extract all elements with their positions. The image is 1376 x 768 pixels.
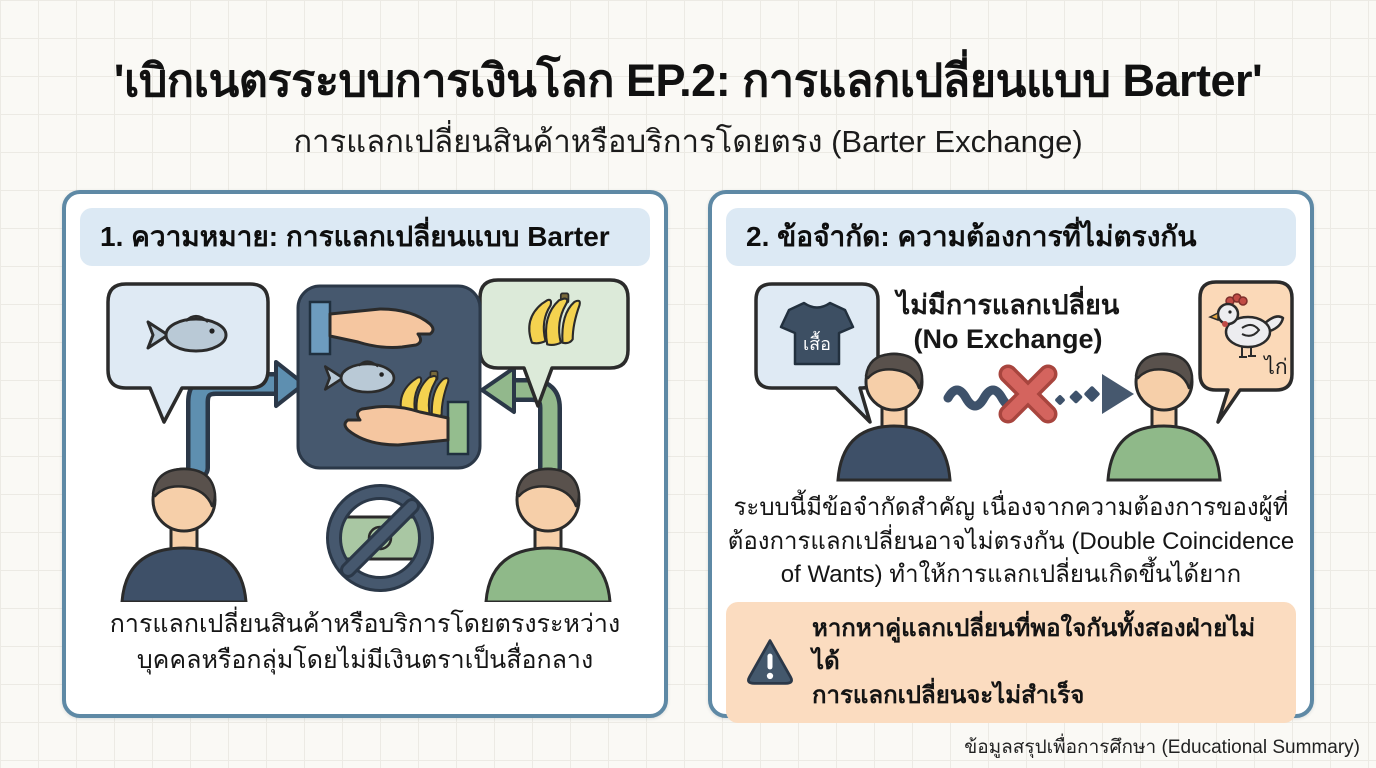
person-b-avatar xyxy=(1106,352,1222,482)
footer-note: ข้อมูลสรุปเพื่อการศึกษา (Educational Sum… xyxy=(964,737,1360,758)
definition-panel-header: 1. ความหมาย: การแลกเปลี่ยนแบบ Barter xyxy=(80,208,650,266)
warning-text: หากหาคู่แลกเปลี่ยนที่พอใจกันทั้งสองฝ่ายไ… xyxy=(812,612,1280,713)
fish-icon xyxy=(146,315,228,353)
fish-speech-bubble xyxy=(106,282,270,424)
limitation-panel-header: 2. ข้อจำกัด: ความต้องการที่ไม่ตรงกัน xyxy=(726,208,1296,266)
limitation-body-line3: of Wants) ทำให้การแลกเปลี่ยนเกิดขึ้นได้ย… xyxy=(780,561,1242,589)
tshirt-icon: เสื้อ xyxy=(779,301,855,366)
page-title: 'เบิกเนตรระบบการเงินโลก EP.2: การแลกเปลี… xyxy=(113,55,1263,106)
warning-icon xyxy=(747,639,793,685)
warning-box: หากหาคู่แลกเปลี่ยนที่พอใจกันทั้งสองฝ่ายไ… xyxy=(726,601,1296,723)
no-exchange-label-line1: ไม่มีการแลกเปลี่ยน xyxy=(894,285,1120,320)
bananas-icon xyxy=(528,292,581,347)
hand-giving-icon xyxy=(328,307,435,349)
definition-caption: การแลกเปลี่ยนสินค้าหรือบริการโดยตรงระหว่… xyxy=(80,606,650,679)
limitation-body: ระบบนี้มีข้อจำกัดสำคัญ เนื่องจากความต้อง… xyxy=(726,491,1296,592)
definition-caption-line2: บุคคลหรือกลุ่มโดยไม่มีเงินตราเป็นสื่อกลา… xyxy=(136,646,594,675)
shirt-speech-bubble: เสื้อ xyxy=(754,282,880,424)
definition-caption-line1: การแลกเปลี่ยนสินค้าหรือบริการโดยตรงระหว่… xyxy=(109,610,621,638)
fish-icon xyxy=(323,360,396,394)
green-sleeve xyxy=(446,400,470,456)
no-exchange-diagram: ไม่มีการแลกเปลี่ยน (No Exchange) xyxy=(754,280,1294,482)
chicken-icon xyxy=(1208,293,1285,358)
no-exchange-label-line2: (No Exchange) xyxy=(913,324,1102,354)
dotted-arrow-icon xyxy=(1055,374,1134,414)
barter-exchange-diagram xyxy=(106,278,630,602)
person-b-avatar xyxy=(484,467,612,602)
hand-receiving-icon xyxy=(343,405,450,447)
limitation-body-line1: ระบบนี้มีข้อจำกัดสำคัญ เนื่องจากความต้อง… xyxy=(733,494,1289,521)
limitation-body-line2: ต้องการแลกเปลี่ยนอาจไม่ตรงกัน (Double Co… xyxy=(727,527,1295,555)
blue-sleeve xyxy=(308,300,332,356)
limitation-panel: 2. ข้อจำกัด: ความต้องการที่ไม่ตรงกัน ไม่… xyxy=(708,190,1314,723)
warning-text-line2: การแลกเปลี่ยนจะไม่สำเร็จ xyxy=(812,681,1085,709)
chicken-label: ไก่ xyxy=(1262,355,1287,379)
x-mark-icon xyxy=(998,364,1058,424)
page-subtitle: การแลกเปลี่ยนสินค้าหรือบริการโดยตรง (Bar… xyxy=(293,124,1083,159)
warning-text-line1: หากหาคู่แลกเปลี่ยนที่พอใจกันทั้งสองฝ่ายไ… xyxy=(812,614,1256,676)
definition-panel: 1. ความหมาย: การแลกเปลี่ยนแบบ Barter xyxy=(62,190,668,718)
exchange-box-icon xyxy=(296,284,482,470)
no-money-icon xyxy=(326,484,434,592)
bananas-speech-bubble xyxy=(478,278,630,408)
shirt-label: เสื้อ xyxy=(803,331,831,354)
chicken-speech-bubble: ไก่ xyxy=(1198,280,1294,424)
person-a-avatar xyxy=(120,467,248,602)
person-a-avatar xyxy=(836,352,952,482)
